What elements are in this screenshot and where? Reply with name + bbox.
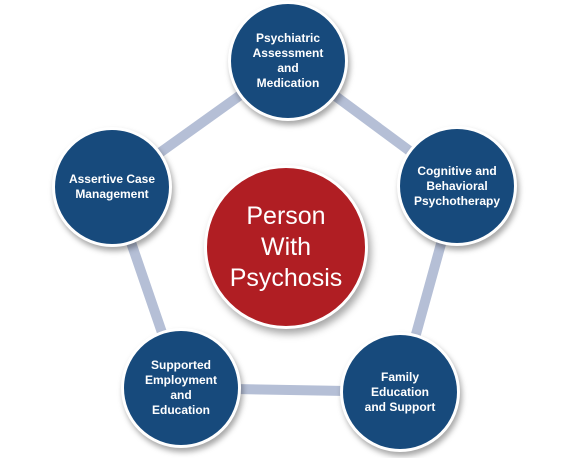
node-cognitive-behavioral: Cognitive and Behavioral Psychotherapy [397,126,517,246]
node-supported-employment: Supported Employment and Education [121,328,241,448]
node-supported-employment-label: Supported Employment and Education [144,358,217,417]
node-psychiatric-assessment: Psychiatric Assessment and Medication [228,1,348,121]
center-node-person: Person With Psychosis [204,165,368,329]
node-assertive-case-management: Assertive Case Management [52,127,172,247]
node-family-education-label: Family Education and Support [364,369,436,414]
center-node-label: Person With Psychosis [229,201,343,292]
node-psychiatric-assessment-label: Psychiatric Assessment and Medication [252,31,324,90]
node-family-education: Family Education and Support [340,332,460,452]
node-assertive-case-management-label: Assertive Case Management [68,172,156,201]
node-cognitive-behavioral-label: Cognitive and Behavioral Psychotherapy [413,163,501,208]
